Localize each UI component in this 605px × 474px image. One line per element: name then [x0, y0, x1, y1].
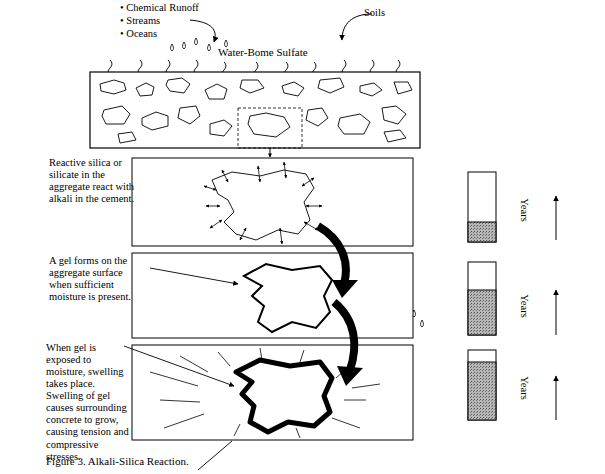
step-arrow [334, 302, 354, 370]
time-arrows [556, 196, 557, 420]
leader-line [124, 346, 234, 386]
step-arrow-head [332, 280, 358, 298]
axis-label: Years [518, 294, 530, 317]
leader-line [150, 268, 238, 284]
reaction-arrows [204, 162, 322, 244]
gel-panel [132, 253, 413, 338]
source-item: • Chemical Runoff [120, 2, 199, 14]
concrete-block [90, 72, 420, 148]
axis-label: Years [518, 376, 530, 399]
source-item: • Oceans [120, 28, 157, 40]
step-note: When gel is exposed to moisture, swellin… [46, 342, 132, 463]
aggregates [100, 78, 412, 143]
progress-bars [468, 172, 496, 420]
swelling-panel [132, 345, 413, 440]
aggregate-particle [212, 170, 314, 240]
zoom-arrow [270, 148, 271, 157]
source-arrow [190, 20, 215, 42]
axis-label: Years [518, 198, 530, 221]
cracks [150, 348, 380, 438]
step-note: A gel forms on the aggregate surface whe… [49, 255, 135, 303]
leader-line [198, 441, 232, 470]
step-note: Reactive silica or silicate in the aggre… [49, 157, 137, 205]
swollen-gel [236, 360, 332, 432]
zoom-box [238, 108, 302, 148]
reaction-panel [132, 158, 413, 246]
sulfate-label: Water-Bome Sulfate [218, 46, 308, 59]
figure-caption: Figure 3. Alkali-Silica Reaction. [46, 455, 189, 468]
gel-particle [244, 264, 332, 332]
source-item: • Streams [120, 15, 160, 27]
step-arrow [318, 226, 346, 284]
step-arrow-head [337, 366, 363, 386]
source-item: Soils [364, 7, 385, 19]
